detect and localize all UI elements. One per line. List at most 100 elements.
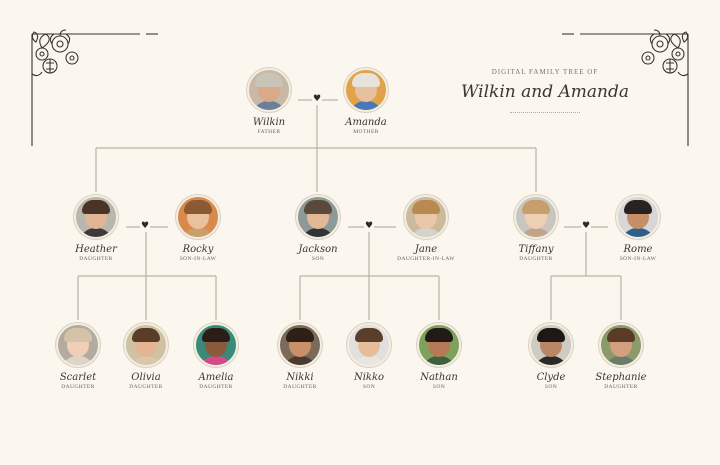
person-role: MOTHER [353, 129, 379, 135]
avatar-hair [255, 73, 283, 87]
person-name: Olivia [131, 372, 161, 383]
avatar-hair [522, 200, 550, 214]
person-name: Amanda [345, 117, 387, 128]
avatar-hair [202, 328, 230, 342]
avatar-shoulders [129, 356, 163, 365]
avatar-hair [304, 200, 332, 214]
avatar [296, 195, 340, 239]
avatar-shoulders [422, 356, 456, 365]
avatar-shoulders [352, 356, 386, 365]
person-name: Scarlet [59, 372, 97, 383]
person-name: Amelia [198, 372, 234, 383]
couple-heart-icon: ♥ [312, 94, 322, 104]
avatar [278, 323, 322, 367]
person-name: Stephanie [595, 372, 647, 383]
person-role: DAUGHTER-IN-LAW [397, 256, 455, 262]
avatar-hair [425, 328, 453, 342]
person-role: SON [432, 384, 446, 390]
avatar-shoulders [409, 228, 443, 237]
avatar-shoulders [79, 228, 113, 237]
avatar-hair [355, 328, 383, 342]
avatar-shoulders [349, 101, 383, 110]
couple-heart-icon: ♥ [581, 221, 591, 231]
avatar-shoulders [519, 228, 553, 237]
avatar [616, 195, 660, 239]
couple-heart-icon: ♥ [364, 221, 374, 231]
person-role: SON-IN-LAW [619, 256, 657, 262]
person-role: DAUGHTER [519, 256, 553, 262]
person-role: DAUGHTER [79, 256, 113, 262]
avatar [599, 323, 643, 367]
person-name: Rocky [182, 244, 214, 255]
avatar-shoulders [604, 356, 638, 365]
avatar [176, 195, 220, 239]
avatar-shoulders [252, 101, 286, 110]
person-name: Clyde [536, 372, 566, 383]
person-name: Jackson [298, 244, 338, 255]
person-name: Jane [414, 244, 438, 255]
avatar-hair [412, 200, 440, 214]
person-role: DAUGHTER [283, 384, 317, 390]
person-role: SON [311, 256, 325, 262]
avatar-hair [607, 328, 635, 342]
page-title: Wilkin and Amanda [460, 82, 629, 102]
avatar-hair [132, 328, 160, 342]
avatar-shoulders [181, 228, 215, 237]
avatar-hair [286, 328, 314, 342]
avatar-shoulders [301, 228, 335, 237]
avatar [247, 68, 291, 112]
couple-heart-icon: ♥ [140, 221, 150, 231]
avatar-shoulders [534, 356, 568, 365]
avatar [514, 195, 558, 239]
avatar-hair [624, 200, 652, 214]
avatar [74, 195, 118, 239]
person-name: Wilkin [252, 117, 286, 128]
avatar [194, 323, 238, 367]
person-role: DAUGHTER [199, 384, 233, 390]
avatar-shoulders [61, 356, 95, 365]
person-name: Tiffany [518, 244, 554, 255]
avatar-shoulders [283, 356, 317, 365]
floral-corner-ornament-left-icon [31, 29, 158, 146]
person-role: FATHER [257, 129, 281, 135]
person-role: DAUGHTER [61, 384, 95, 390]
person-name: Heather [75, 244, 117, 255]
avatar [344, 68, 388, 112]
avatar-hair [64, 328, 92, 342]
avatar [417, 323, 461, 367]
person-role: DAUGHTER [129, 384, 163, 390]
avatar [404, 195, 448, 239]
avatar-hair [82, 200, 110, 214]
avatar [124, 323, 168, 367]
person-role: SON-IN-LAW [179, 256, 217, 262]
avatar-hair [352, 73, 380, 87]
person-role: DAUGHTER [604, 384, 638, 390]
avatar-shoulders [199, 356, 233, 365]
avatar [347, 323, 391, 367]
person-name: Rome [623, 244, 653, 255]
avatar [529, 323, 573, 367]
title-divider [510, 112, 580, 113]
avatar-hair [537, 328, 565, 342]
page-subtitle: DIGITAL FAMILY TREE OF [491, 68, 599, 76]
person-role: SON [544, 384, 558, 390]
avatar-shoulders [621, 228, 655, 237]
